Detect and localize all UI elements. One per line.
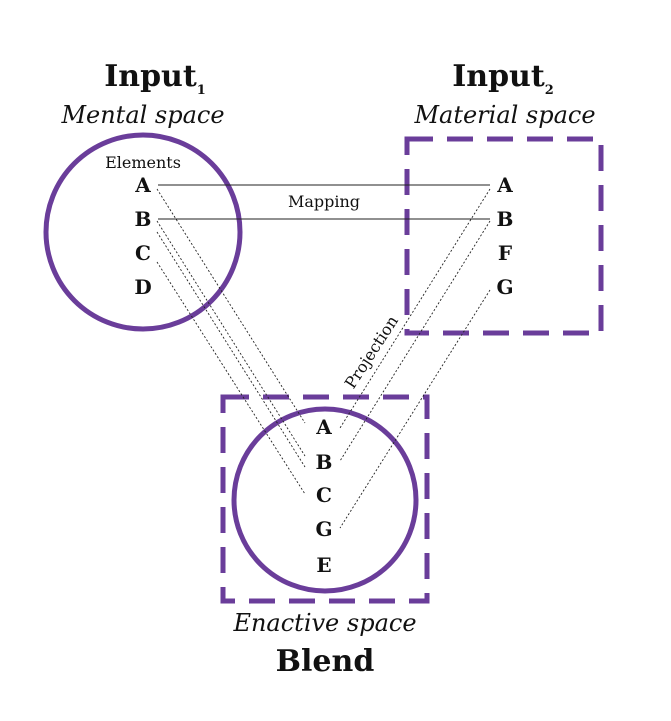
projection-line-input2-a bbox=[339, 188, 491, 429]
blend-element-a: A bbox=[315, 415, 332, 439]
elements-label: Elements bbox=[105, 153, 181, 172]
input2-title: Input2 bbox=[452, 59, 554, 98]
input1-mental-space-circle bbox=[43, 132, 243, 332]
input2-element-f: F bbox=[498, 241, 512, 265]
blend-square bbox=[220, 394, 430, 604]
input2-element-g: G bbox=[496, 275, 513, 299]
input1-element-c: C bbox=[135, 241, 151, 265]
input1-title: Input1 bbox=[104, 59, 206, 98]
input2-element-b: B bbox=[497, 207, 514, 231]
input1-element-b: B bbox=[135, 207, 152, 231]
blend-circle bbox=[231, 406, 419, 594]
projection-line-input1-c bbox=[156, 261, 306, 495]
input1-element-a: A bbox=[134, 173, 151, 197]
input1-space-label: Mental space bbox=[60, 101, 224, 129]
projection-label: Projection bbox=[341, 312, 402, 392]
input2-subscript: 2 bbox=[545, 83, 554, 98]
blend-element-g: G bbox=[315, 517, 332, 541]
input2-element-a: A bbox=[496, 173, 513, 197]
input2-material-space-square bbox=[404, 136, 604, 336]
projection-line-input2-g bbox=[339, 289, 491, 529]
projection-line-input2-b bbox=[339, 220, 491, 462]
mapping-label: Mapping bbox=[288, 192, 360, 211]
blend-title: Blend bbox=[276, 644, 375, 679]
blend-element-c: C bbox=[316, 483, 332, 507]
input2-space-label: Material space bbox=[413, 101, 595, 129]
blend-element-b: B bbox=[316, 450, 333, 474]
input1-element-d: D bbox=[134, 275, 151, 299]
blend-element-e: E bbox=[316, 553, 331, 577]
blend-space-label: Enactive space bbox=[232, 609, 416, 637]
projection-line-input1-a bbox=[156, 188, 306, 424]
input1-subscript: 1 bbox=[197, 83, 206, 98]
projection-line-input1-b-outer bbox=[156, 220, 306, 457]
